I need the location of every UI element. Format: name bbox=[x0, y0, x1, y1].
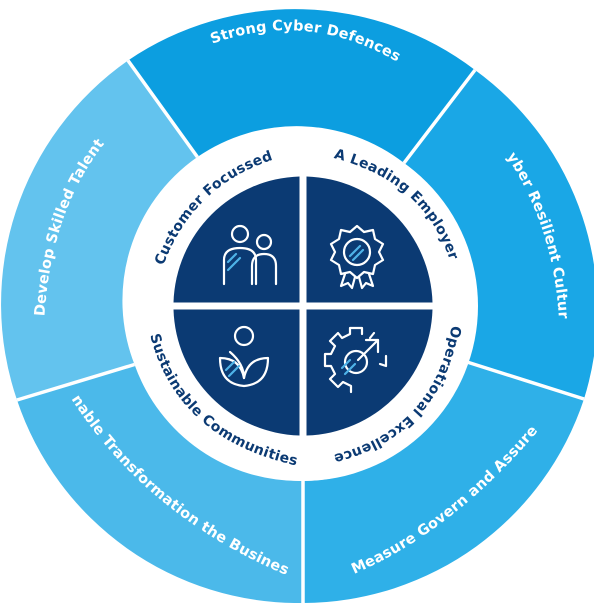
award-badge-icon bbox=[329, 224, 385, 290]
segment-develop-skilled-talent bbox=[1, 60, 198, 400]
segment-enable-transformation-the-business bbox=[17, 364, 303, 603]
segment-cyber-resilient-culture bbox=[404, 70, 594, 399]
gear-arrow-icon bbox=[323, 326, 388, 394]
sprout-person-icon bbox=[218, 325, 270, 388]
divider-line bbox=[402, 68, 477, 165]
people-icon bbox=[222, 224, 278, 286]
segment-measure-govern-and-assure bbox=[303, 362, 584, 603]
quadrant-a-leading-employer bbox=[306, 176, 433, 303]
divider-line bbox=[466, 360, 585, 401]
divider-line bbox=[16, 362, 136, 402]
divider-line bbox=[126, 59, 199, 159]
white-ring bbox=[128, 131, 478, 481]
segment-strong-cyber-defences bbox=[128, 9, 475, 163]
quadrant-operational-excellence bbox=[306, 309, 433, 436]
pillar-quadrants bbox=[173, 176, 433, 436]
quadrant-sustainable-communities bbox=[173, 309, 300, 436]
quadrant-customer-focussed bbox=[173, 176, 300, 303]
